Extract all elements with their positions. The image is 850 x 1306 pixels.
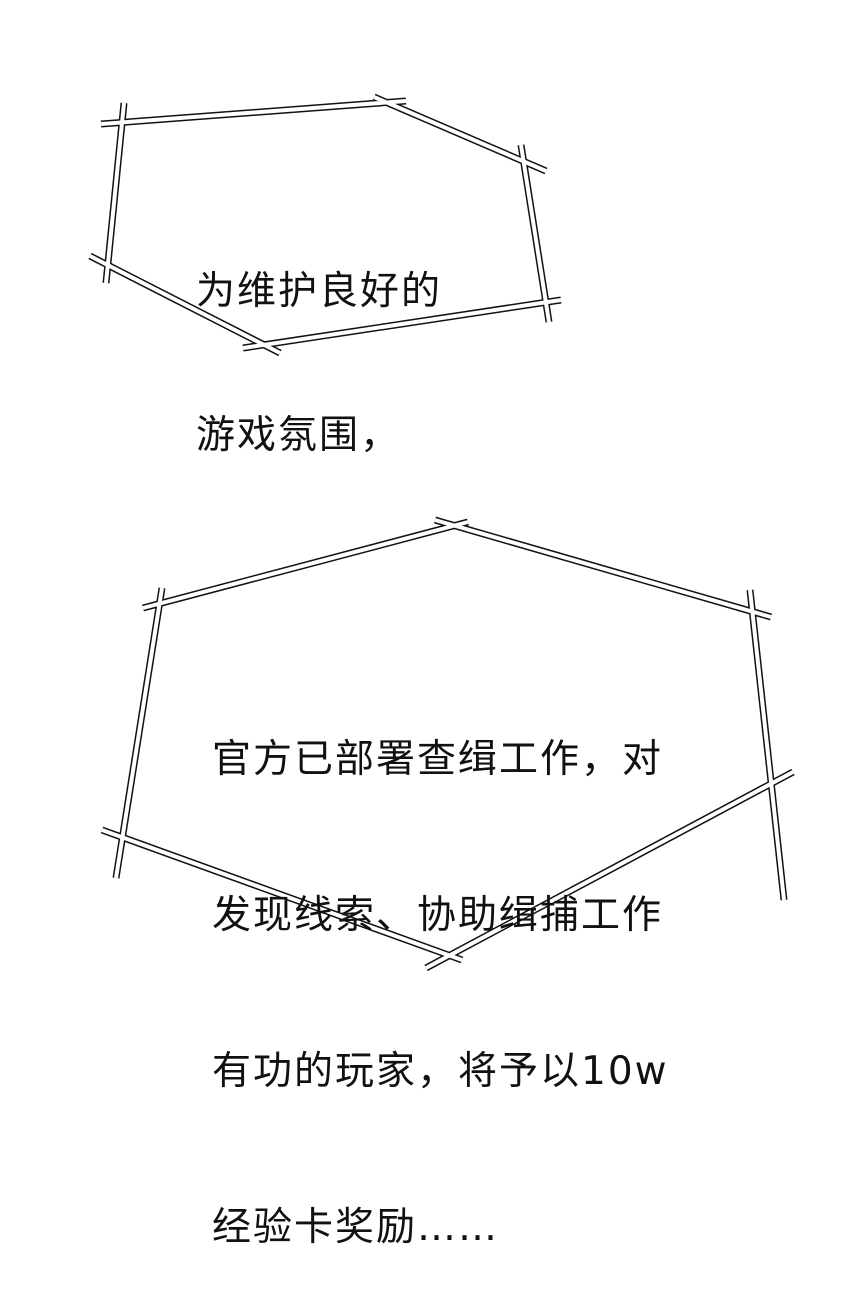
caption-line: 经验卡奖励…… <box>212 1205 500 1250</box>
caption-box-2-text: 官方已部署查缉工作，对 发现线索、协助缉捕工作 有功的玩家，将予以10w 经验卡… <box>212 630 669 1306</box>
caption-box-1-frame <box>88 93 562 357</box>
caption-line: 官方已部署查缉工作，对 <box>212 737 664 782</box>
caption-box-1-text: 为维护良好的 游戏氛围， <box>196 172 442 508</box>
caption-box-2-frame <box>100 516 795 972</box>
caption-line: 游戏氛围， <box>196 413 402 458</box>
caption-line: 有功的玩家，将予以10w <box>212 1049 669 1094</box>
caption-line: 为维护良好的 <box>196 269 443 314</box>
caption-line: 发现线索、协助缉捕工作 <box>212 893 664 938</box>
caption-frames <box>88 93 795 972</box>
